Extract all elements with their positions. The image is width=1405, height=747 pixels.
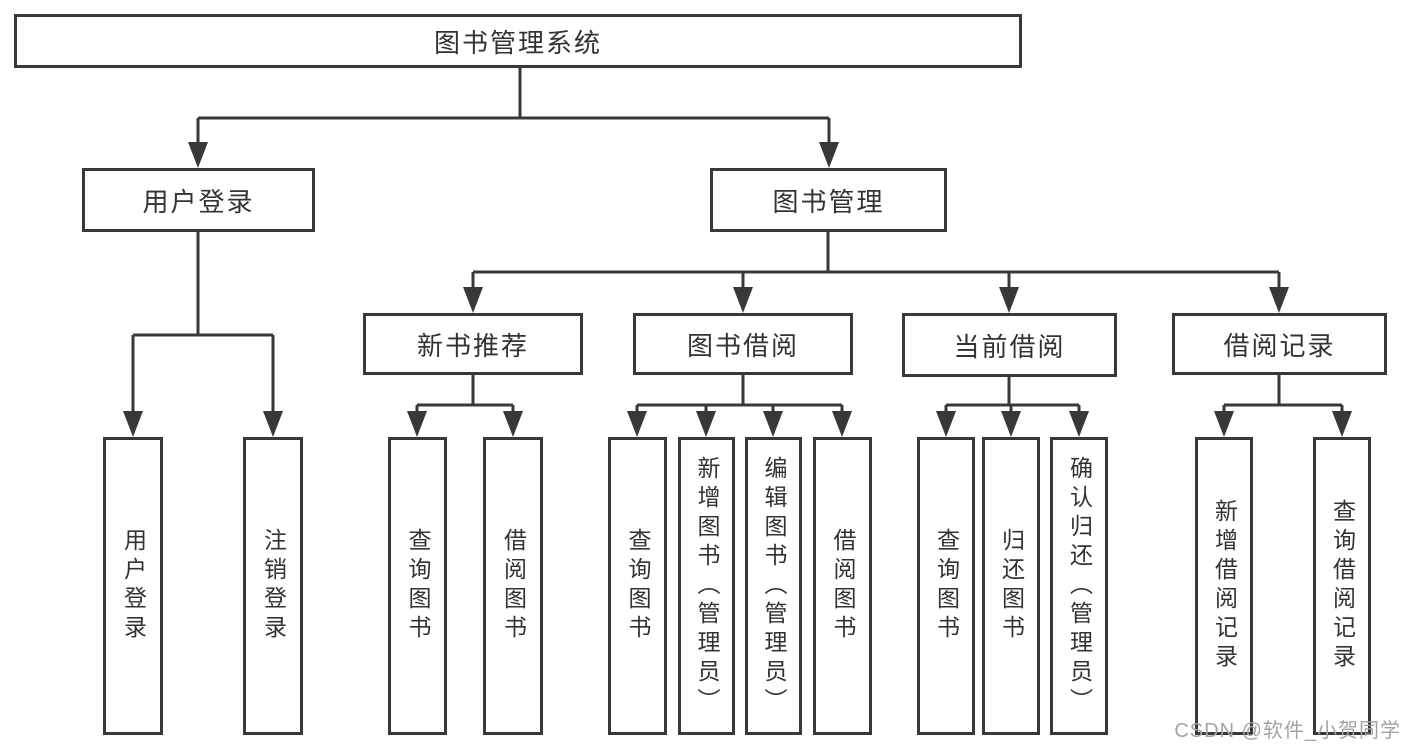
arrowheads [123, 142, 1352, 437]
node-book-management: 图书管理 [710, 168, 947, 232]
leaf-query-borrow-record: 查询借阅记录 [1313, 437, 1371, 735]
node-new-book-recommend: 新书推荐 [363, 313, 583, 375]
leaf-add-books-admin: 新增图书（管理员） [678, 437, 735, 735]
watermark: CSDN @软件_小贺同学 [1174, 720, 1401, 742]
node-current-borrow: 当前借阅 [902, 313, 1117, 377]
node-borrow-records: 借阅记录 [1172, 313, 1387, 375]
node-label: 当前借阅 [953, 331, 1066, 362]
leaf-edit-books-admin: 编辑图书（管理员） [745, 437, 802, 735]
node-label: 借阅记录 [1223, 330, 1336, 361]
leaf-confirm-return-admin: 确认归还（管理员） [1050, 437, 1108, 735]
node-label: 图书管理系统 [433, 27, 602, 58]
node-book-borrow: 图书借阅 [633, 313, 853, 375]
leaf-query-books-recommend: 查询图书 [388, 437, 447, 735]
leaf-add-borrow-record: 新增借阅记录 [1195, 437, 1253, 735]
leaf-logout: 注销登录 [243, 437, 303, 735]
leaf-query-books-borrow: 查询图书 [608, 437, 667, 735]
node-user-login: 用户登录 [82, 168, 315, 232]
leaf-user-login: 用户登录 [103, 437, 163, 735]
leaf-borrow-books: 借阅图书 [813, 437, 872, 735]
node-root-system: 图书管理系统 [14, 14, 1022, 68]
node-label: 图书借阅 [686, 330, 799, 361]
node-label: 新书推荐 [416, 330, 529, 361]
node-label: 图书管理 [772, 186, 885, 217]
node-label: 用户登录 [142, 186, 255, 217]
leaf-query-books-current: 查询图书 [917, 437, 975, 735]
leaf-return-books: 归还图书 [982, 437, 1040, 735]
leaf-borrow-books-recommend: 借阅图书 [483, 437, 543, 735]
